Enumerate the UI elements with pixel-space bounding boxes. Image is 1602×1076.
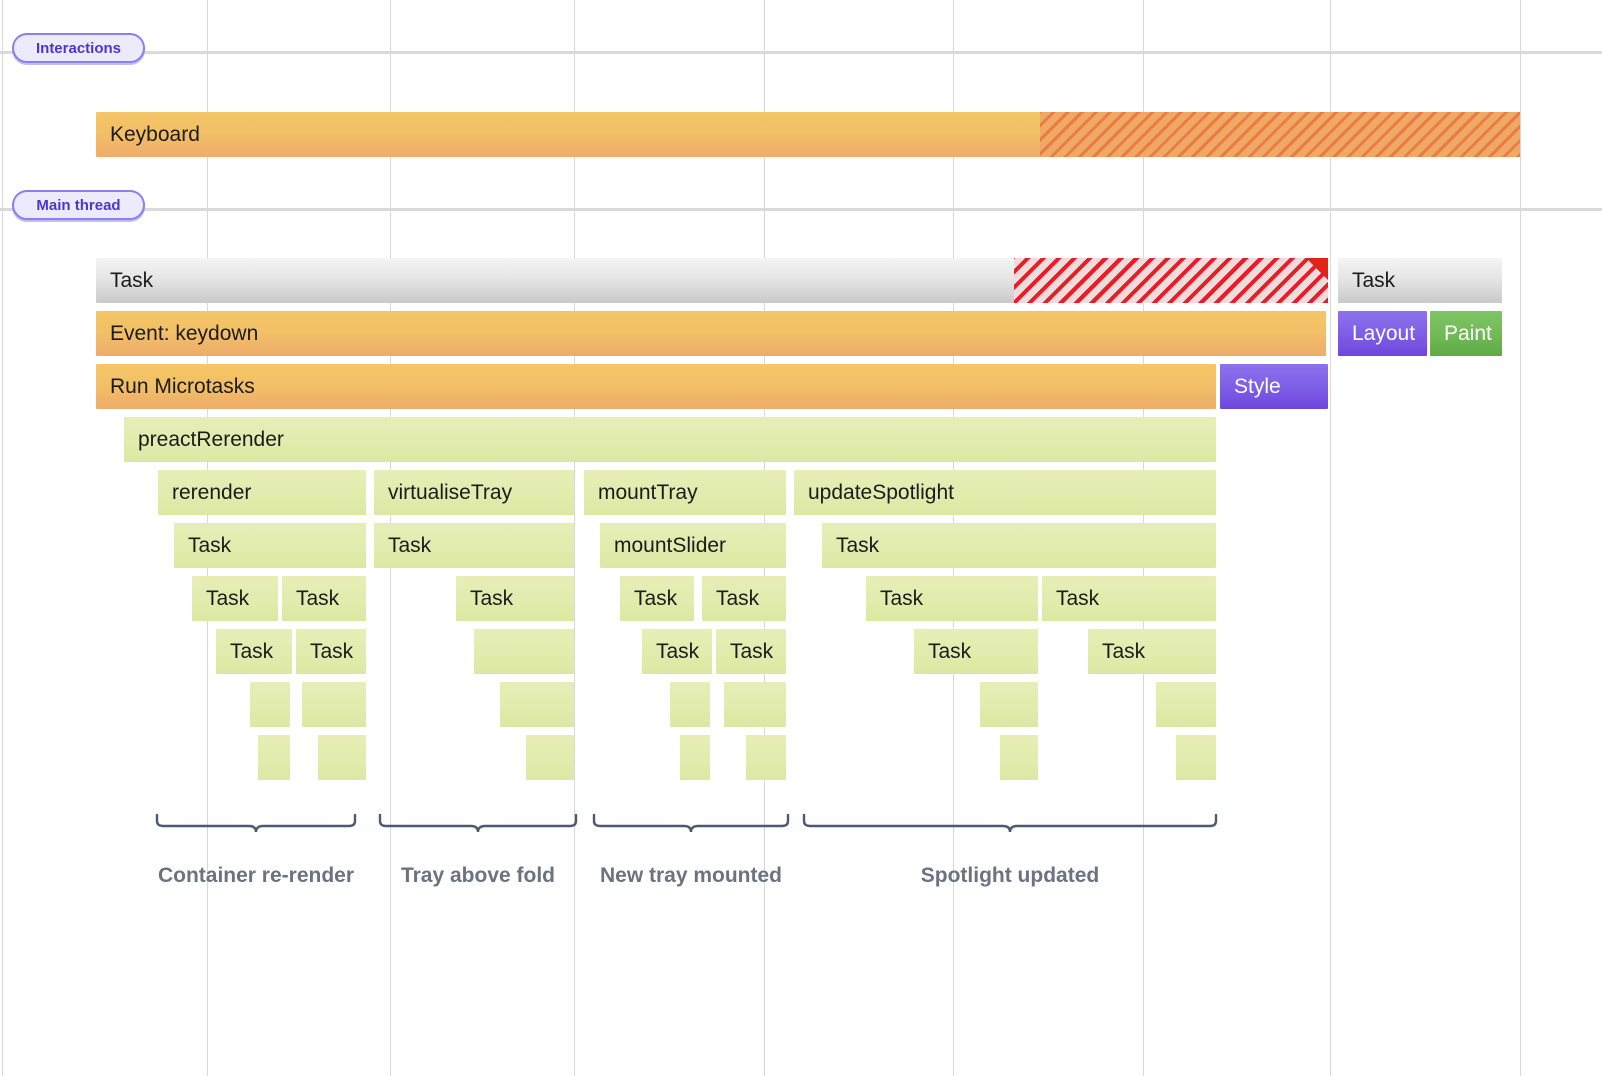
track-pill-main-thread[interactable]: Main thread [12,190,145,220]
gridline-8 [1520,0,1521,1076]
bracket-spotlight-updated [802,813,1218,833]
interactions-separator [0,51,1602,54]
flame-bar-virtualisetray[interactable]: virtualiseTray [374,470,574,515]
flame-bar-task[interactable]: Task [216,629,292,674]
flame-bar-task[interactable]: Task [374,523,574,568]
annotation-label-container-re-render: Container re-render [157,864,355,887]
bracket-tray-above-fold [378,813,578,833]
flame-bar-task[interactable]: Task [456,576,574,621]
gridline-0 [2,0,3,1076]
flame-bar-run-microtasks[interactable]: Run Microtasks [96,364,1216,409]
flame-bar-style[interactable]: Style [1220,364,1328,409]
flame-bar-event-keydown[interactable]: Event: keydown [96,311,1326,356]
flame-bar-mounttray[interactable]: mountTray [584,470,786,515]
gridline-3 [574,0,575,1076]
annotation-label-spotlight-updated: Spotlight updated [920,864,1100,887]
gridline-7 [1330,0,1331,1076]
flame-bar-unlabeled[interactable] [1156,682,1216,727]
flame-bar-task[interactable]: Task [866,576,1038,621]
flame-bar-unlabeled[interactable] [1176,735,1216,780]
annotation-label-new-tray-mounted: New tray mounted [599,864,783,887]
flame-bar-unlabeled[interactable] [980,682,1038,727]
flame-bar-task[interactable]: Task [914,629,1038,674]
flame-bar-rerender[interactable]: rerender [158,470,366,515]
flame-bar-unlabeled[interactable] [474,629,574,674]
flame-bar-unlabeled[interactable] [724,682,786,727]
flame-bar-unlabeled[interactable] [258,735,290,780]
flame-bar-unlabeled[interactable] [746,735,786,780]
flame-bar-unlabeled[interactable] [1000,735,1038,780]
flame-bar-layout[interactable]: Layout [1338,311,1427,356]
flame-bar-mountslider[interactable]: mountSlider [600,523,786,568]
flame-bar-task[interactable]: Task [282,576,366,621]
flame-bar-task[interactable]: Task [822,523,1216,568]
flame-bar-task[interactable]: Task [642,629,712,674]
long-task-warning-triangle-icon [1306,258,1328,280]
flame-bar-task[interactable]: Task [1088,629,1216,674]
flame-bar-unlabeled[interactable] [670,682,710,727]
bracket-container-re-render [155,813,357,833]
flame-bar-unlabeled[interactable] [526,735,574,780]
flame-bar-task[interactable]: Task [620,576,694,621]
flame-bar-unlabeled[interactable] [318,735,366,780]
main-thread-separator [0,208,1602,211]
flame-bar-unlabeled[interactable] [680,735,710,780]
flame-bar-task[interactable]: Task [174,523,366,568]
flame-bar-unlabeled[interactable] [250,682,290,727]
flame-bar-updatespotlight[interactable]: updateSpotlight [794,470,1216,515]
flame-bar-task[interactable]: Task [702,576,786,621]
interaction-bar-keyboard-orange-hatch-overlay [1040,112,1520,157]
flame-bar-task-red-hatch-overlay [1014,258,1328,303]
flame-bar-task[interactable]: Task [716,629,786,674]
annotation-label-tray-above-fold: Tray above fold [400,864,556,887]
flame-bar-preactrerender[interactable]: preactRerender [124,417,1216,462]
flame-bar-task[interactable]: Task [296,629,366,674]
bracket-new-tray-mounted [592,813,790,833]
track-pill-interactions[interactable]: Interactions [12,33,145,63]
flame-bar-task[interactable]: Task [192,576,278,621]
flame-bar-unlabeled[interactable] [302,682,366,727]
flame-bar-paint[interactable]: Paint [1430,311,1502,356]
flame-bar-task[interactable]: Task [1042,576,1216,621]
flame-bar-unlabeled[interactable] [500,682,574,727]
flame-bar-task[interactable]: Task [1338,258,1502,303]
